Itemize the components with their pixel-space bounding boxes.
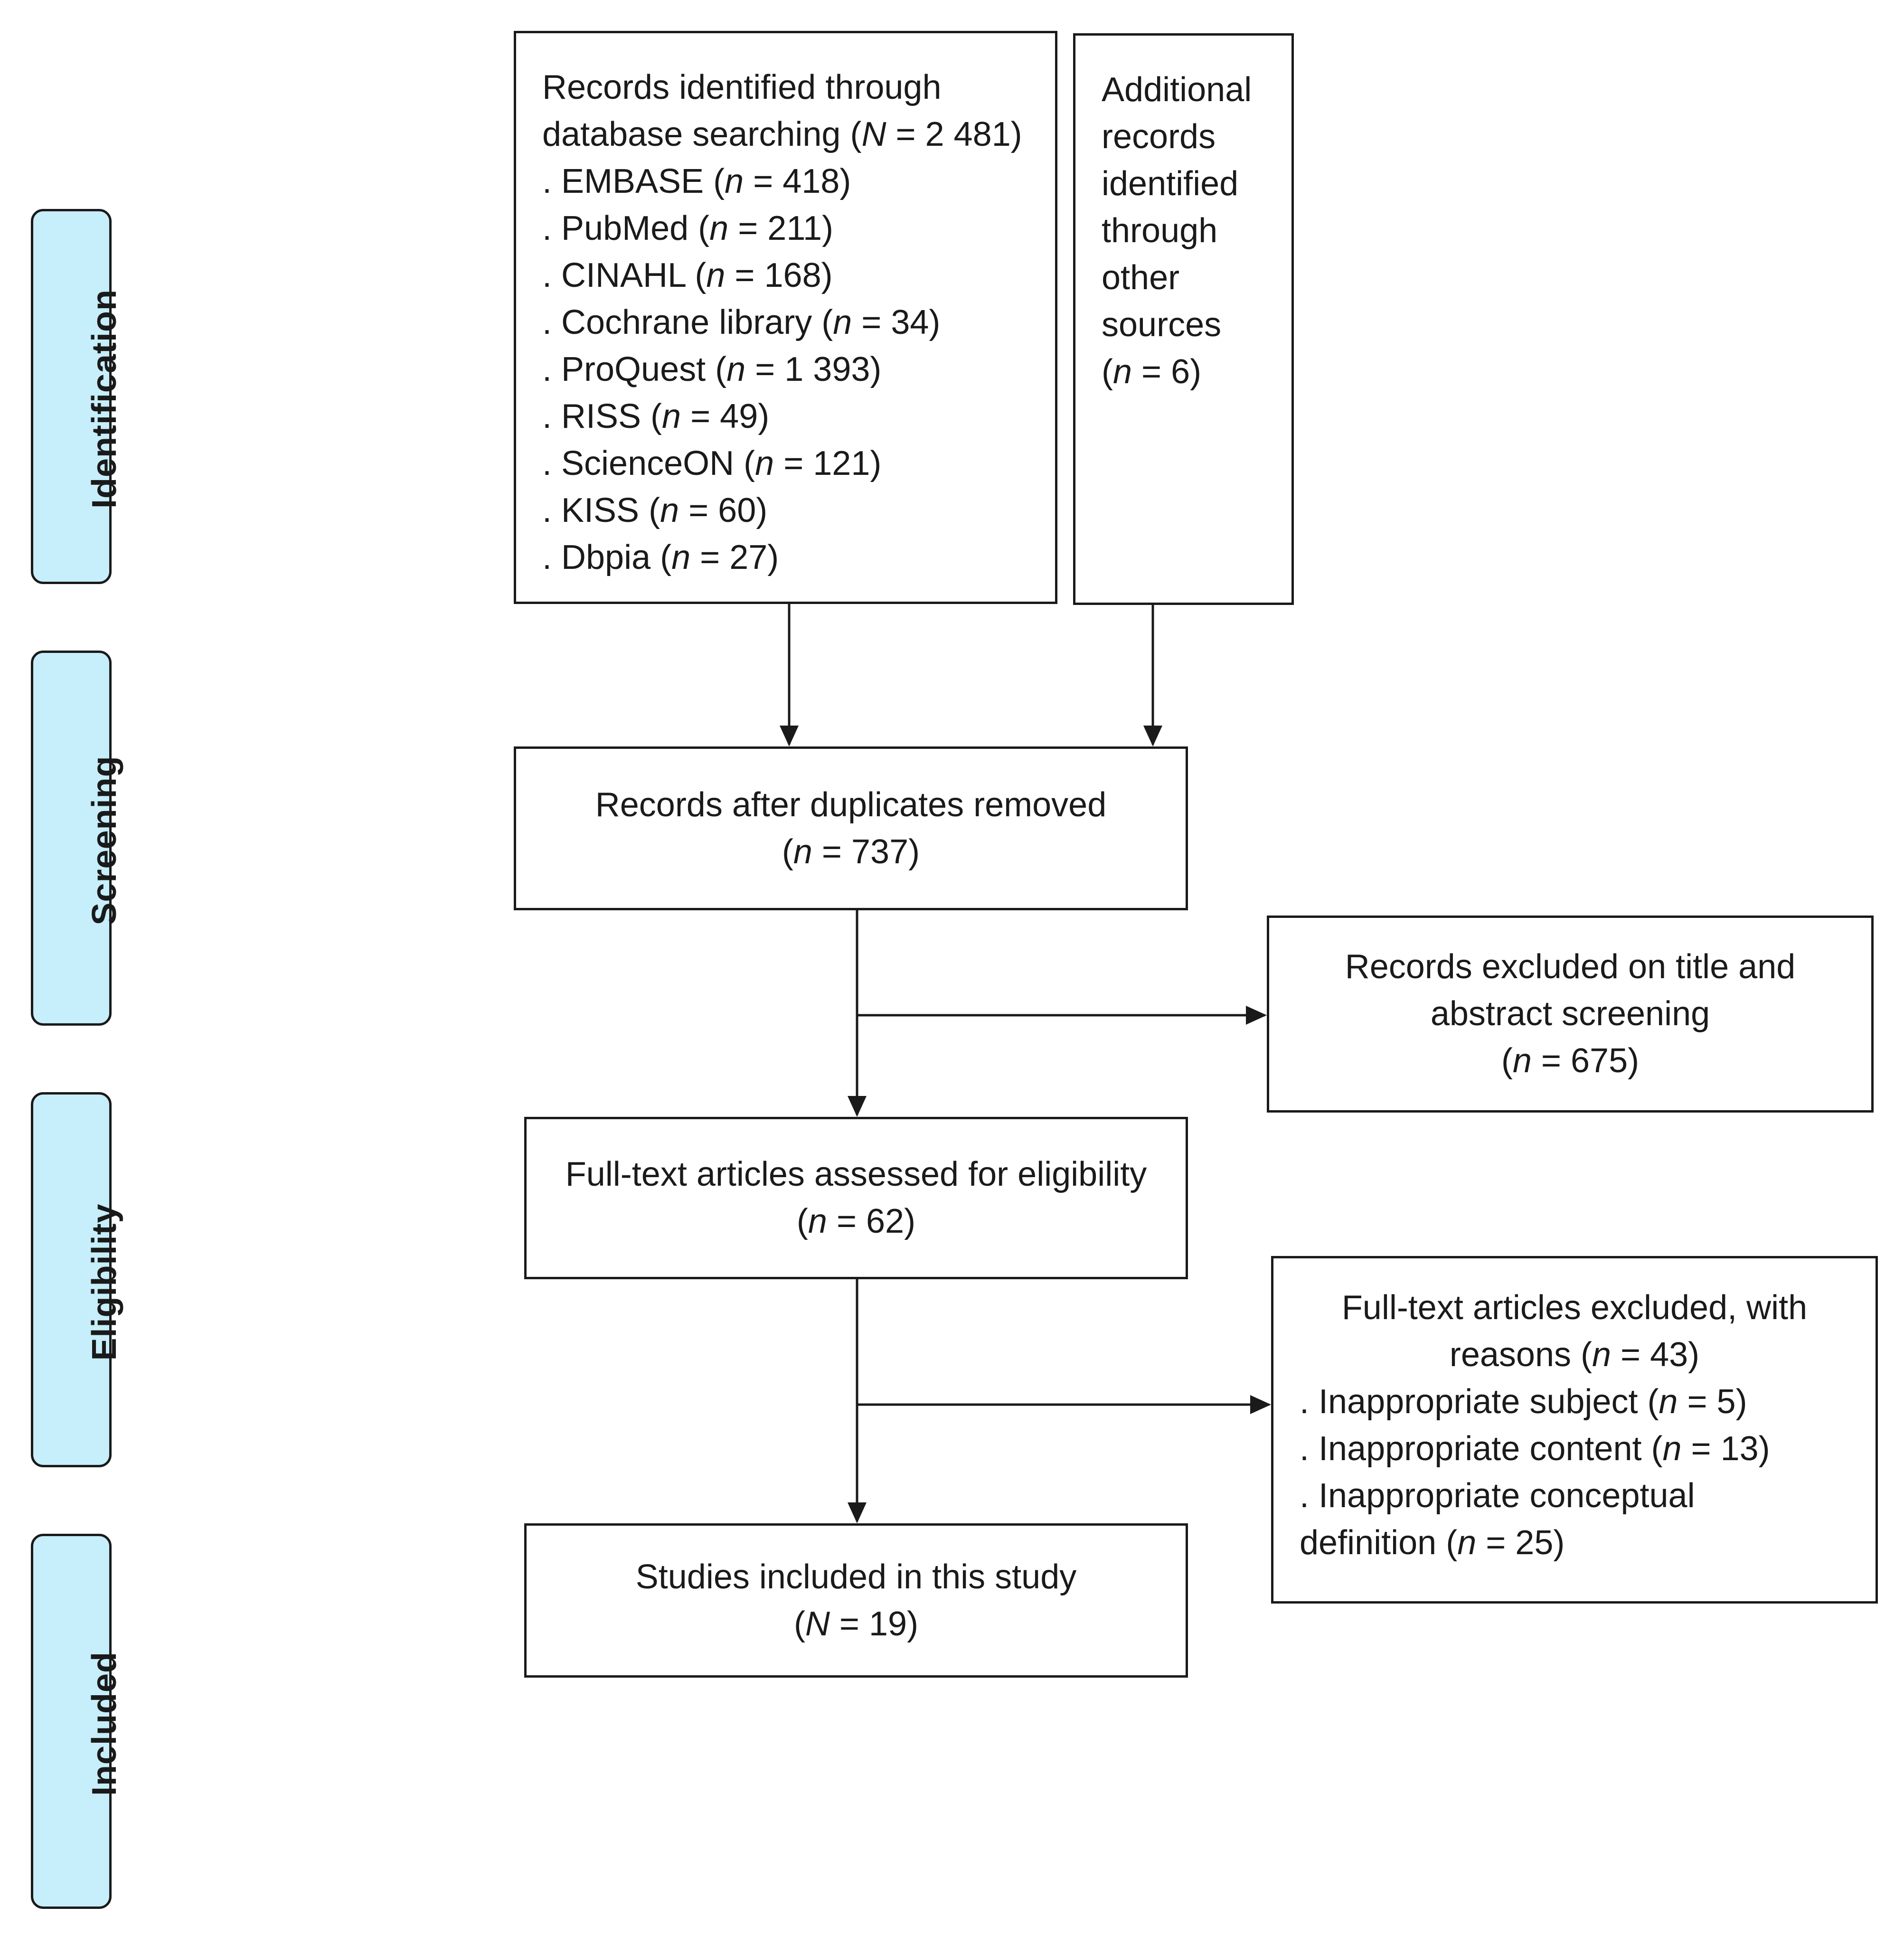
stage-tab-screening: Screening <box>31 651 123 1026</box>
arrowhead-fulltext <box>848 1502 867 1523</box>
fulltext-excluded-line2: reasons (n = 43) <box>1449 1336 1700 1374</box>
database-heading-line1: Records identified through <box>542 68 942 106</box>
source-embase: . EMBASE (n = 418) <box>542 162 851 200</box>
fulltext-assessed-box: Full-text articles assessed for eligibil… <box>524 1117 1188 1279</box>
title-excluded-count: (n = 675) <box>1501 1042 1640 1080</box>
reason-inappropriate-conceptual-line1: . Inappropriate conceptual <box>1300 1477 1695 1515</box>
additional-count: (n = 6) <box>1102 353 1202 391</box>
source-scienceon: . ScienceON (n = 121) <box>542 444 882 482</box>
source-pubmed: . PubMed (n = 211) <box>542 209 834 247</box>
database-records-box: Records identified through database sear… <box>514 31 1057 604</box>
fulltext-assessed-label: Full-text articles assessed for eligibil… <box>565 1155 1147 1193</box>
source-kiss: . KISS (n = 60) <box>542 491 768 529</box>
title-excluded-line2: abstract screening <box>1430 995 1710 1033</box>
stage-tab-included: Included <box>31 1534 123 1909</box>
fulltext-excluded-line1: Full-text articles excluded, with <box>1341 1289 1808 1327</box>
source-proquest: . ProQuest (n = 1 393) <box>542 350 882 388</box>
source-cinahl: . CINAHL (n = 168) <box>542 256 833 294</box>
stage-tab-eligibility: Eligibility <box>31 1092 123 1467</box>
title-excluded-line1: Records excluded on title and <box>1345 948 1796 986</box>
reason-inappropriate-conceptual-line2: definition (n = 25) <box>1300 1524 1565 1562</box>
duplicates-removed-count: (n = 737) <box>782 832 920 871</box>
studies-included-count: (N = 19) <box>793 1605 919 1643</box>
arrowhead-database <box>780 726 799 746</box>
additional-line-1: Additional <box>1102 71 1252 109</box>
arrowhead-duplicates <box>848 1096 867 1117</box>
stage-tab-identification: Identification <box>31 209 123 584</box>
additional-line-2: records <box>1102 118 1216 156</box>
arrowhead-additional <box>1143 726 1162 746</box>
source-riss: . RISS (n = 49) <box>542 397 770 435</box>
reason-inappropriate-subject: . Inappropriate subject (n = 5) <box>1300 1383 1747 1421</box>
reason-inappropriate-content: . Inappropriate content (n = 13) <box>1300 1430 1770 1468</box>
studies-included-label: Studies included in this study <box>635 1557 1077 1596</box>
arrowhead-fulltext-excluded <box>1250 1395 1271 1414</box>
additional-records-box: Additional records identified through ot… <box>1073 33 1294 605</box>
duplicates-removed-box: Records after duplicates removed (n = 73… <box>514 746 1188 910</box>
fulltext-assessed-count: (n = 62) <box>796 1202 916 1240</box>
duplicates-removed-label: Records after duplicates removed <box>595 785 1107 824</box>
fulltext-excluded-box: Full-text articles excluded, with reason… <box>1271 1256 1878 1604</box>
source-dbpia: . Dbpia (n = 27) <box>542 538 779 576</box>
source-cochrane: . Cochrane library (n = 34) <box>542 303 941 341</box>
additional-line-3: identified <box>1102 165 1239 203</box>
studies-included-box: Studies included in this study (N = 19) <box>524 1523 1188 1678</box>
title-abstract-excluded-box: Records excluded on title and abstract s… <box>1267 916 1874 1113</box>
additional-line-5: other <box>1102 259 1180 297</box>
arrowhead-title-excluded <box>1246 1006 1267 1025</box>
database-heading-line2: database searching (N = 2 481) <box>542 115 1022 153</box>
additional-line-4: through <box>1102 212 1218 250</box>
additional-line-6: sources <box>1102 306 1222 344</box>
